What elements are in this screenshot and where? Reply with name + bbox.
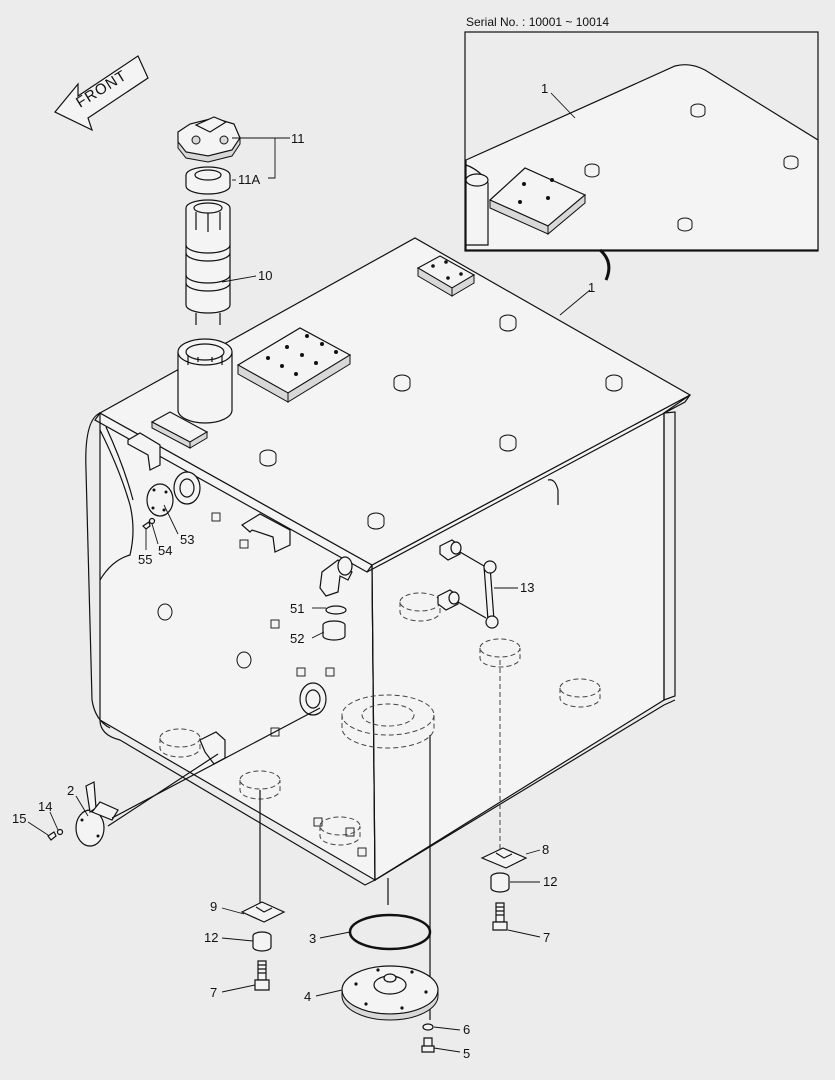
callout-labels: 1 11 11A 10 13 51 52 53 54 55 2 14 15 8 … [12, 131, 595, 1061]
filler-neck [177, 352, 233, 424]
part-elbow-fitting [319, 556, 353, 597]
inset-neck-opening [465, 173, 489, 187]
callout-9: 9 [210, 899, 217, 914]
callout-2: 2 [67, 783, 74, 798]
part-11-breather-cap [177, 116, 241, 163]
part-51-oring [325, 605, 347, 615]
callout-10: 10 [258, 268, 272, 283]
callout-11: 11 [291, 131, 305, 146]
part-7-bolt-left [254, 960, 270, 991]
callout-51: 51 [290, 601, 304, 616]
part-10-strainer [185, 199, 231, 325]
part-11a-adapter [185, 166, 231, 195]
part-7-bolt-right [492, 902, 508, 931]
part-14-washer [56, 828, 64, 836]
callout-12-left: 12 [204, 930, 218, 945]
part-12-spacer-right [490, 872, 510, 893]
callout-4: 4 [304, 989, 311, 1004]
callout-52: 52 [290, 631, 304, 646]
callout-53: 53 [180, 532, 194, 547]
part-9-shim-left [240, 901, 286, 923]
top-bosses [259, 314, 623, 530]
part-13-level-gauge [437, 539, 499, 629]
callout-1-main: 1 [588, 280, 595, 295]
callout-6: 6 [463, 1022, 470, 1037]
serial-note: Serial No. : 10001 ~ 10014 [466, 15, 609, 29]
callout-14: 14 [38, 799, 52, 814]
part-53-side-cover [146, 483, 174, 517]
leader-1-inset [550, 92, 576, 119]
part-52-plug [322, 620, 346, 641]
side-port-lower [299, 682, 327, 716]
hidden-bottom-features [159, 592, 601, 846]
callout-7-right: 7 [543, 930, 550, 945]
part-15-screw [47, 831, 57, 841]
part-55-bolt [142, 521, 151, 530]
side-bosses [157, 603, 252, 669]
callout-7-left: 7 [210, 985, 217, 1000]
callout-3: 3 [309, 931, 316, 946]
callout-55: 55 [138, 552, 152, 567]
inset-reference-arrow [598, 248, 611, 281]
part-6-washer [422, 1023, 434, 1031]
callout-54: 54 [158, 543, 172, 558]
part-5-bolt [421, 1037, 435, 1053]
callout-13: 13 [520, 580, 534, 595]
part-8-shim-right [480, 847, 528, 869]
front-arrow: FRONT [54, 55, 149, 132]
callout-8: 8 [542, 842, 549, 857]
part-2-level-sender [75, 707, 321, 847]
callout-5: 5 [463, 1046, 470, 1061]
callout-11a: 11A [238, 172, 260, 187]
part-12-spacer-left [252, 931, 272, 952]
tank-side-curve [85, 412, 111, 729]
part-3-oring [348, 913, 432, 951]
hydraulic-tank [85, 237, 692, 886]
side-brackets [127, 432, 291, 765]
inset-boss [584, 103, 799, 232]
callout-15: 15 [12, 811, 26, 826]
callout-12-right: 12 [543, 874, 557, 889]
leader-lines [27, 137, 591, 1053]
callout-1-inset: 1 [541, 81, 548, 96]
serial-inset: Serial No. : 10001 ~ 10014 1 [464, 15, 819, 252]
side-port-upper [173, 471, 201, 505]
part-54-washer [148, 517, 156, 525]
part-4-drain-cover [341, 965, 439, 1021]
